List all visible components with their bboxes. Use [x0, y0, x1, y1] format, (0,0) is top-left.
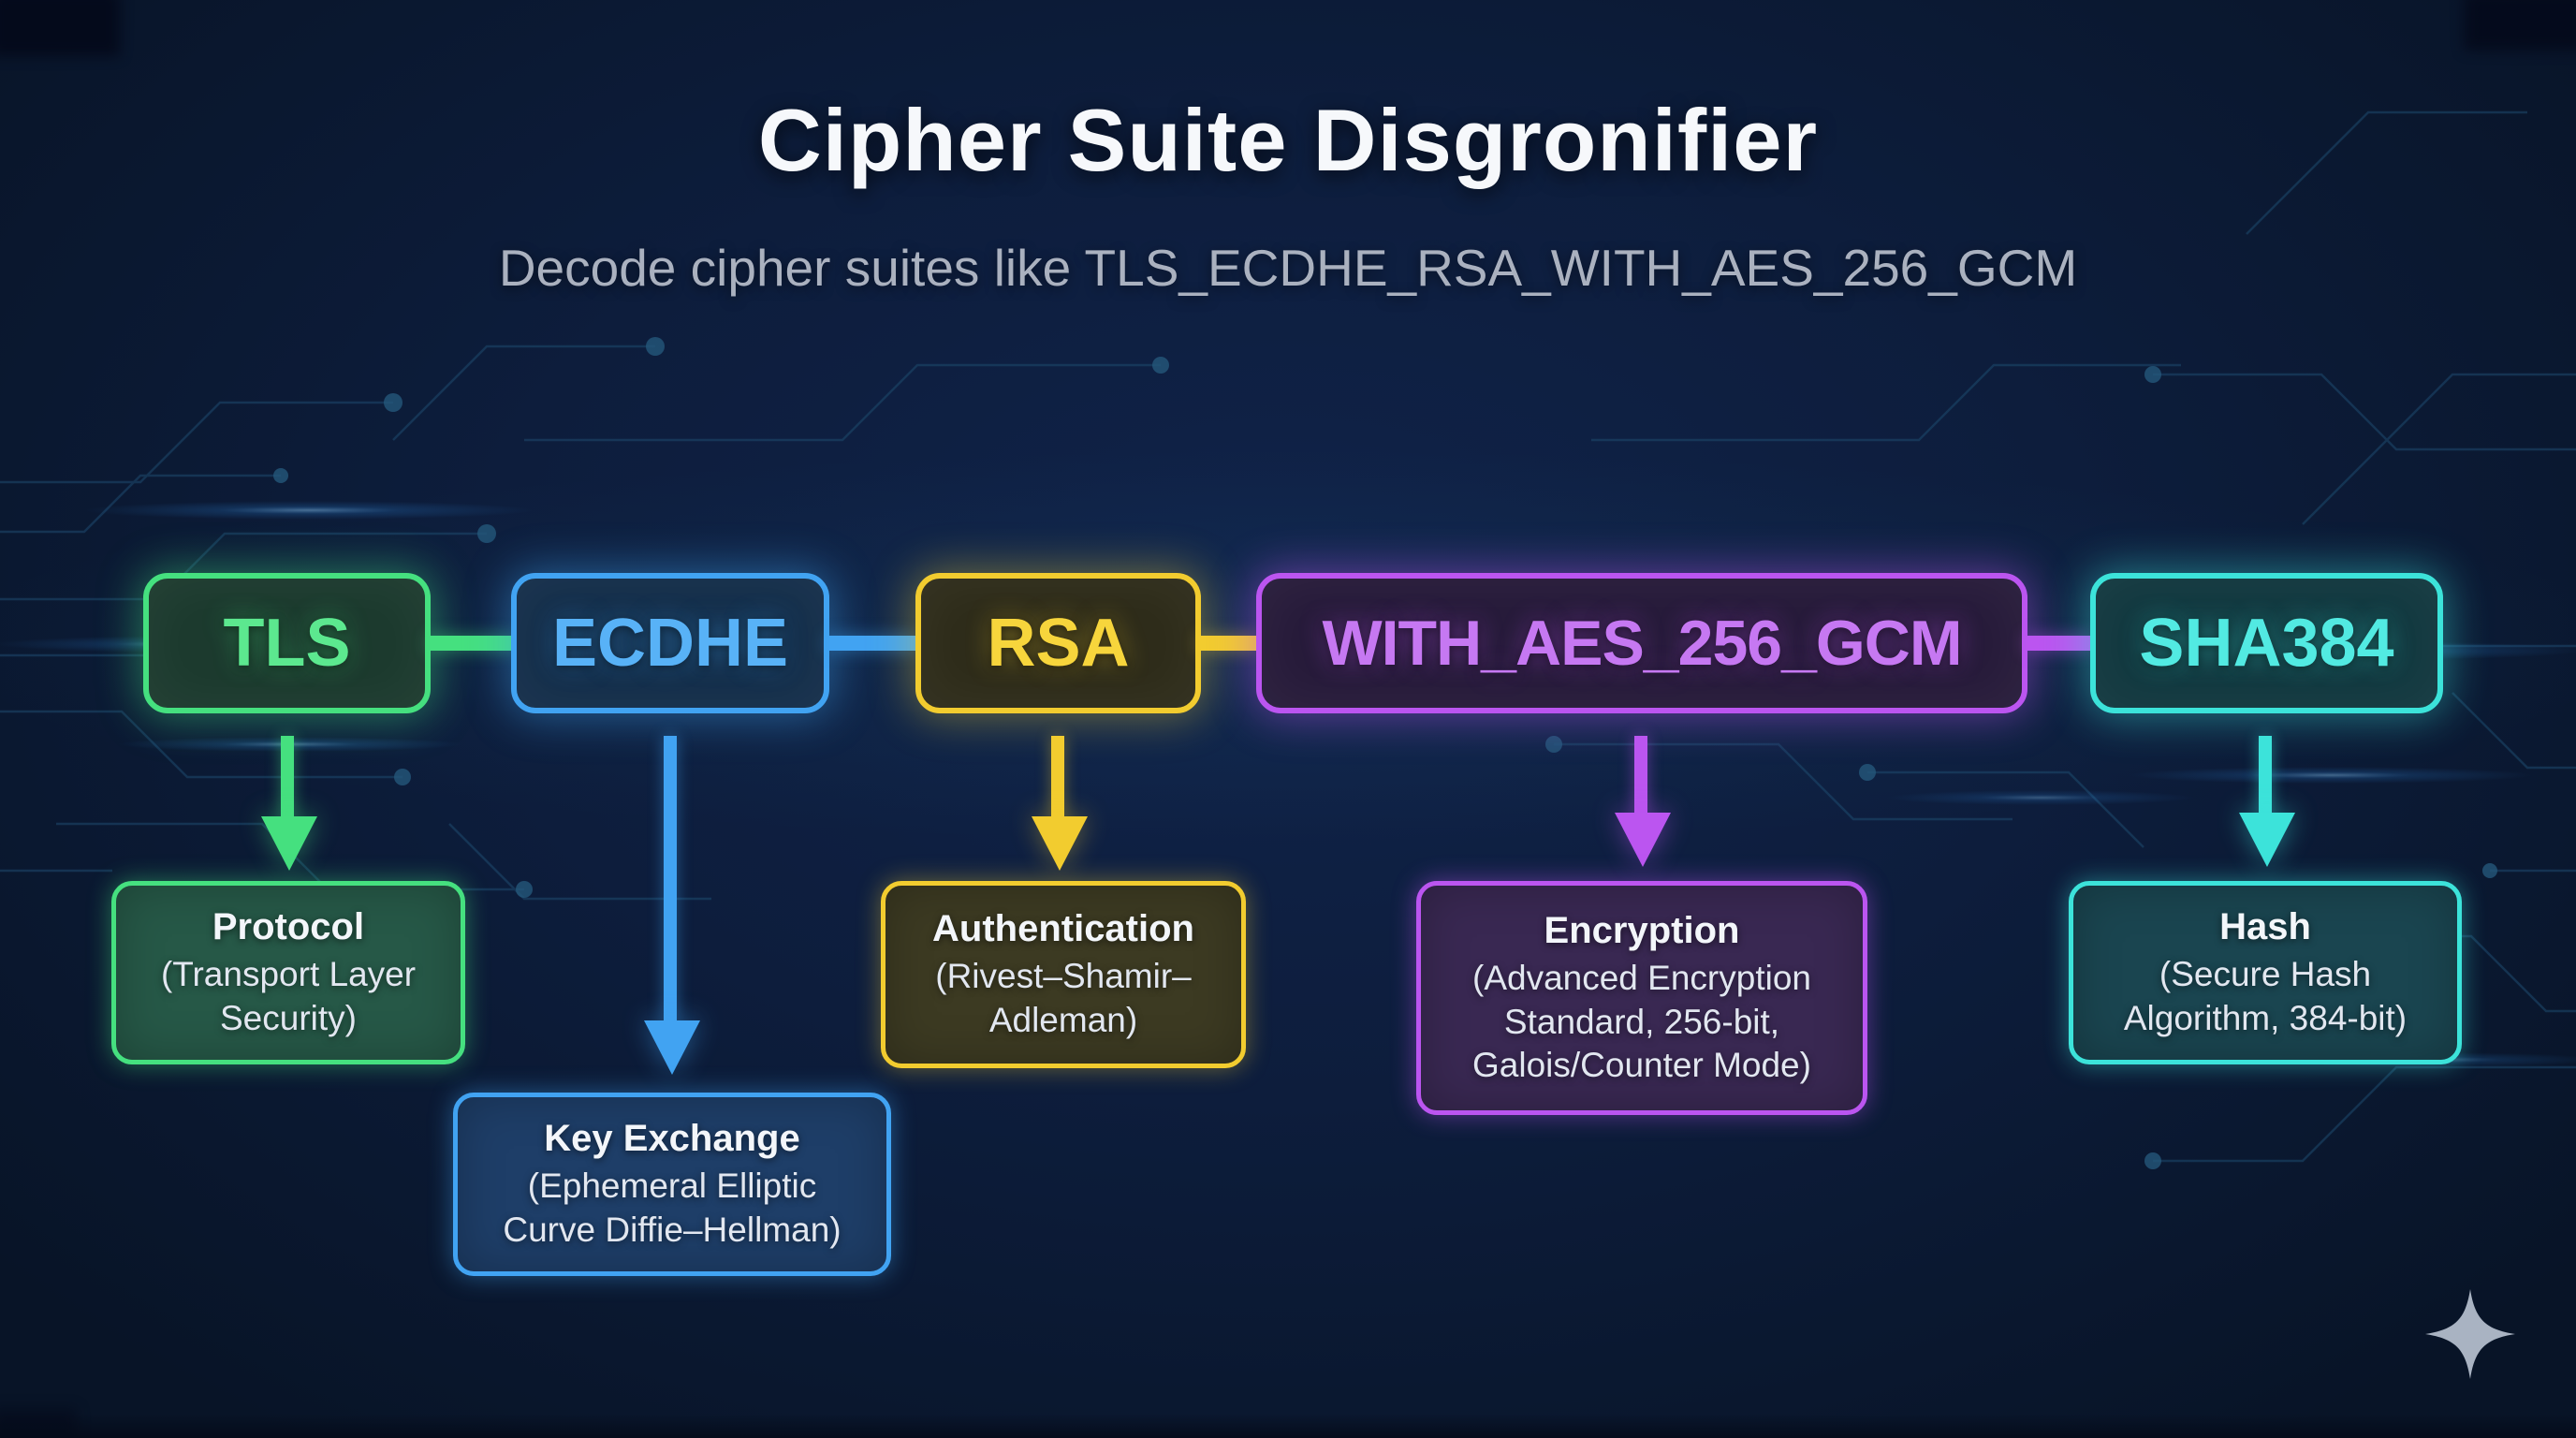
chain-node-label: TLS — [223, 606, 351, 681]
meaning-title: Key Exchange — [544, 1118, 800, 1160]
meaning-detail: (Transport Layer Security) — [160, 955, 417, 1037]
meaning-panel-protocol: Protocol (Transport Layer Security) — [111, 881, 465, 1064]
sparkle-icon — [2425, 1289, 2515, 1379]
chain-connector — [2026, 636, 2090, 651]
page-subtitle: Decode cipher suites like TLS_ECDHE_RSA_… — [498, 239, 2078, 297]
chain-node-rsa: RSA — [915, 573, 1201, 713]
page-title: Cipher Suite Disgronifier — [757, 91, 1819, 189]
meaning-title: Authentication — [932, 908, 1194, 950]
chain-node-label: WITH_AES_256_GCM — [1322, 608, 1962, 679]
meaning-panel-hash: Hash (Secure Hash Algorithm, 384-bit) — [2069, 881, 2462, 1064]
meaning-panel-key-exchange: Key Exchange (Ephemeral Elliptic Curve D… — [453, 1093, 891, 1276]
chain-node-with-aes-256-gcm: WITH_AES_256_GCM — [1256, 573, 2027, 713]
chain-node-tls: TLS — [143, 573, 431, 713]
meaning-title: Encryption — [1544, 910, 1740, 952]
meaning-title: Protocol — [212, 906, 365, 948]
meaning-detail: (Ephemeral Elliptic Curve Diffie–Hellman… — [503, 1167, 842, 1249]
meaning-detail: (Advanced Encryption Standard, 256-bit, … — [1472, 959, 1811, 1085]
meaning-panel-authentication: Authentication (Rivest–Shamir–Adleman) — [881, 881, 1246, 1068]
chain-node-label: SHA384 — [2139, 606, 2394, 681]
chain-node-sha384: SHA384 — [2090, 573, 2443, 713]
bottom-edge-shade — [0, 1414, 2576, 1438]
meaning-panel-encryption: Encryption (Advanced Encryption Standard… — [1416, 881, 1867, 1115]
chain-node-label: RSA — [987, 606, 1130, 681]
chain-node-label: ECDHE — [551, 606, 789, 681]
meaning-title: Hash — [2219, 906, 2311, 948]
chain-connector — [1199, 636, 1256, 651]
meaning-detail: (Secure Hash Algorithm, 384-bit) — [2123, 955, 2408, 1037]
chain-connector — [429, 636, 517, 651]
corner-shade — [2464, 0, 2576, 51]
corner-shade — [0, 0, 120, 56]
chain-connector — [827, 636, 915, 651]
meaning-detail: (Rivest–Shamir–Adleman) — [935, 957, 1192, 1039]
chain-node-ecdhe: ECDHE — [511, 573, 829, 713]
